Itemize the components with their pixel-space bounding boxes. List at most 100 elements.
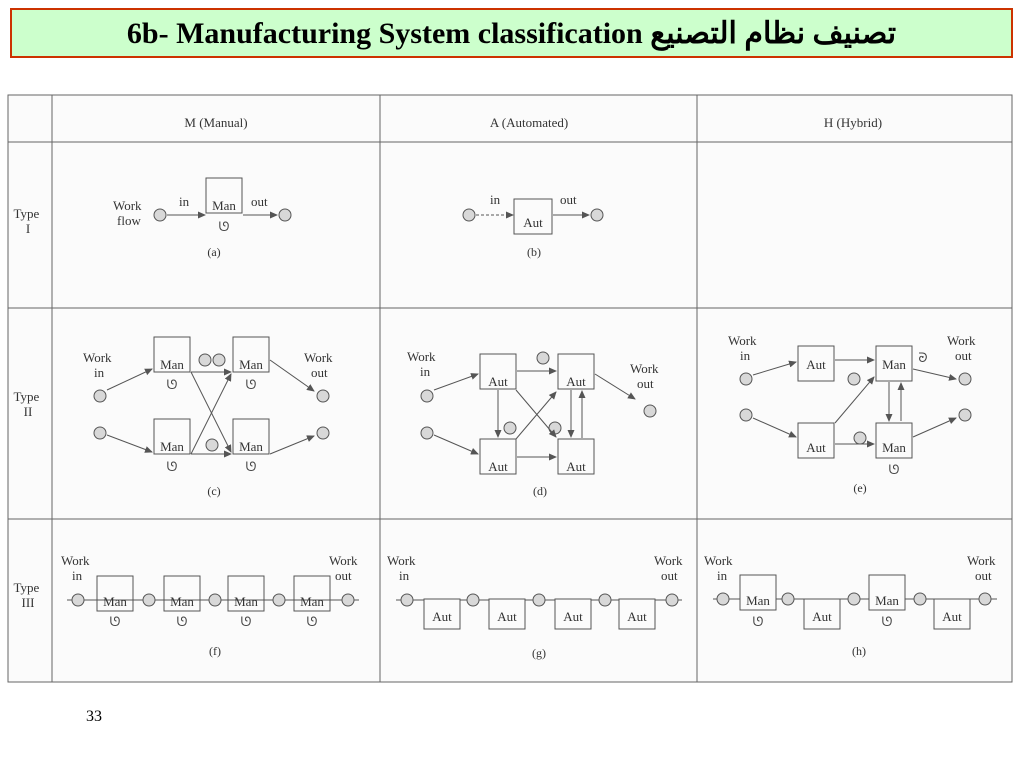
part-icon	[93, 426, 107, 440]
part-icon	[503, 421, 517, 435]
part-icon	[212, 353, 226, 367]
diagram-g-work-out-label-1: Work	[654, 553, 683, 568]
diagram-h-work-out-label-1: Work	[967, 553, 996, 568]
part-icon	[958, 372, 972, 386]
worker-icon: ᘎ	[167, 378, 178, 393]
caption-c: (c)	[207, 484, 220, 498]
row-label-type-iii: Type III	[13, 580, 42, 610]
caption-g: (g)	[532, 646, 546, 660]
part-icon	[590, 208, 604, 222]
diagram-c-man-label-3: Man	[160, 439, 184, 454]
diagram-g-aut-label-3: Aut	[563, 609, 583, 624]
diagram-h-man-label-2: Man	[875, 593, 899, 608]
diagram-d-work-in-label-2: in	[420, 364, 431, 379]
part-icon	[153, 208, 167, 222]
part-icon	[466, 593, 480, 607]
part-icon	[205, 438, 219, 452]
part-icon	[272, 593, 286, 607]
worker-icon: ᘎ	[241, 615, 252, 630]
row-label-type-iii-line2: III	[22, 595, 35, 610]
caption-f: (f)	[209, 644, 221, 658]
diagram-f-man-label-4: Man	[300, 594, 324, 609]
part-icon	[93, 389, 107, 403]
diagram-c-work-out-label-1: Work	[304, 350, 333, 365]
diagram-g-work-in-label-2: in	[399, 568, 410, 583]
caption-b: (b)	[527, 245, 541, 259]
diagram-h-man-label-1: Man	[746, 593, 770, 608]
slide-title: 6b- Manufacturing System classification …	[126, 16, 897, 50]
worker-icon: ᘎ	[219, 220, 230, 235]
caption-h: (h)	[852, 644, 866, 658]
part-icon	[420, 389, 434, 403]
diagram-d-aut-label-1: Aut	[488, 374, 508, 389]
part-icon	[847, 372, 861, 386]
diagram-a: Work flow in Man out ᘎ (a)	[113, 177, 292, 259]
diagram-e-work-out-label-1: Work	[947, 333, 976, 348]
diagram-e-work-in-label-2: in	[740, 348, 751, 363]
part-icon	[598, 593, 612, 607]
part-icon	[913, 592, 927, 606]
row-label-type-i: Type I	[13, 206, 42, 236]
diagram-f-work-in-label-1: Work	[61, 553, 90, 568]
header-manual: M (Manual)	[184, 115, 247, 130]
diagram-f-man-label-3: Man	[234, 594, 258, 609]
diagram-b: in Aut out (b)	[462, 192, 604, 259]
diagram-a-in-label: in	[179, 194, 190, 209]
row-label-type-iii-line1: Type	[13, 580, 39, 595]
worker-icon: ᘎ	[889, 463, 900, 478]
worker-icon: ᘒ	[918, 351, 927, 366]
part-icon	[278, 208, 292, 222]
part-icon	[978, 592, 992, 606]
part-icon	[716, 592, 730, 606]
worker-icon: ᘎ	[882, 615, 893, 630]
classification-figure: M (Manual) A (Automated) H (Hybrid) Type…	[7, 94, 1013, 683]
diagram-c-man-label-1: Man	[160, 357, 184, 372]
worker-icon: ᘎ	[167, 460, 178, 475]
caption-e: (e)	[853, 481, 866, 495]
diagram-e-work-out-label-2: out	[955, 348, 972, 363]
row-label-type-i-line2: I	[26, 221, 30, 236]
diagram-h-aut-label-2: Aut	[942, 609, 962, 624]
diagram-e-man-label-2: Man	[882, 440, 906, 455]
diagram-d: Work in Work out Aut Aut Aut Aut (d)	[407, 349, 659, 498]
diagram-a-man-label: Man	[212, 198, 236, 213]
row-label-type-ii-line2: II	[24, 404, 33, 419]
diagram-h-aut-label-1: Aut	[812, 609, 832, 624]
diagram-d-aut-label-2: Aut	[566, 374, 586, 389]
diagram-c-man-label-2: Man	[239, 357, 263, 372]
part-icon	[341, 593, 355, 607]
part-icon	[462, 208, 476, 222]
part-icon	[316, 389, 330, 403]
part-icon	[853, 431, 867, 445]
part-icon	[198, 353, 212, 367]
diagram-d-work-out-label-2: out	[637, 376, 654, 391]
part-icon	[958, 408, 972, 422]
part-icon	[781, 592, 795, 606]
diagram-f: Work in Work out Man Man Man Man ᘎ ᘎ ᘎ ᘎ…	[61, 553, 359, 658]
header-automated: A (Automated)	[490, 115, 568, 130]
diagram-g: Work in Work out Aut Aut Aut Aut (g)	[387, 553, 683, 660]
caption-d: (d)	[533, 484, 547, 498]
row-label-type-i-line1: Type	[13, 206, 39, 221]
worker-icon: ᘎ	[307, 615, 318, 630]
part-icon	[665, 593, 679, 607]
diagram-b-aut-label: Aut	[523, 215, 543, 230]
diagram-d-aut-label-3: Aut	[488, 459, 508, 474]
worker-icon: ᘎ	[110, 615, 121, 630]
part-icon	[847, 592, 861, 606]
part-icon	[316, 426, 330, 440]
diagram-a-work-label: Work	[113, 198, 142, 213]
row-label-type-ii-line1: Type	[13, 389, 39, 404]
diagram-h: Work in Work out Man Aut Man Aut ᘎ ᘎ (h)	[704, 553, 997, 658]
part-icon	[739, 372, 753, 386]
page-number: 33	[86, 708, 102, 725]
diagram-e: Work in Work out Aut Man Aut Man ᘒ ᘎ (e)	[728, 333, 976, 495]
diagram-c: Work in Work out Man Man Man Man ᘎ ᘎ ᘎ ᘎ…	[83, 336, 333, 498]
diagram-g-work-in-label-1: Work	[387, 553, 416, 568]
part-icon	[400, 593, 414, 607]
diagram-g-aut-label-1: Aut	[432, 609, 452, 624]
diagram-d-work-out-label-1: Work	[630, 361, 659, 376]
part-icon	[142, 593, 156, 607]
part-icon	[739, 408, 753, 422]
diagram-h-work-in-label-2: in	[717, 568, 728, 583]
